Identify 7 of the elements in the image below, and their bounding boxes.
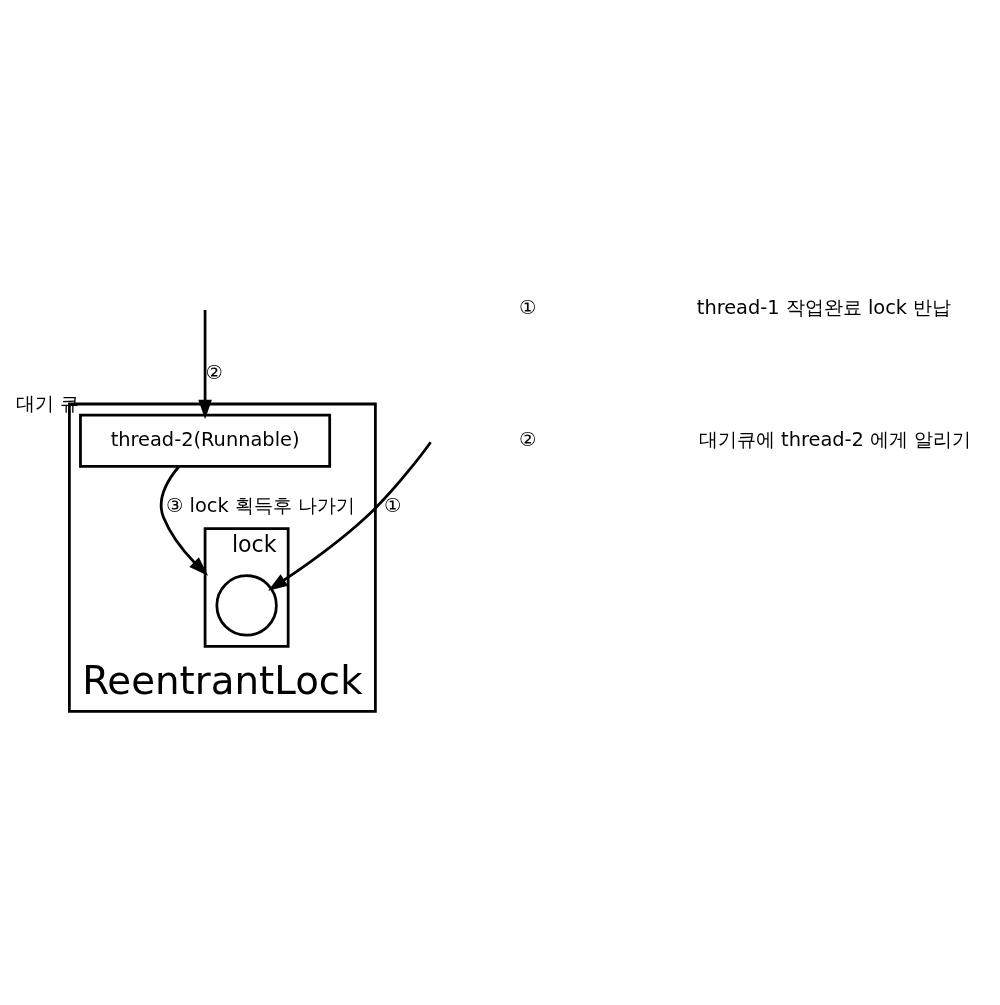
label: thread-1 작업완료 lock 반납 <box>696 295 952 319</box>
label: ① <box>519 295 537 319</box>
edge-label: ② <box>205 360 223 384</box>
label: ② <box>519 427 537 451</box>
edge-label: ③ lock 획득후 나가기 <box>165 493 355 517</box>
label: 대기큐에 thread-2 에게 알리기 <box>698 427 972 451</box>
edge-label: ① <box>384 493 402 517</box>
